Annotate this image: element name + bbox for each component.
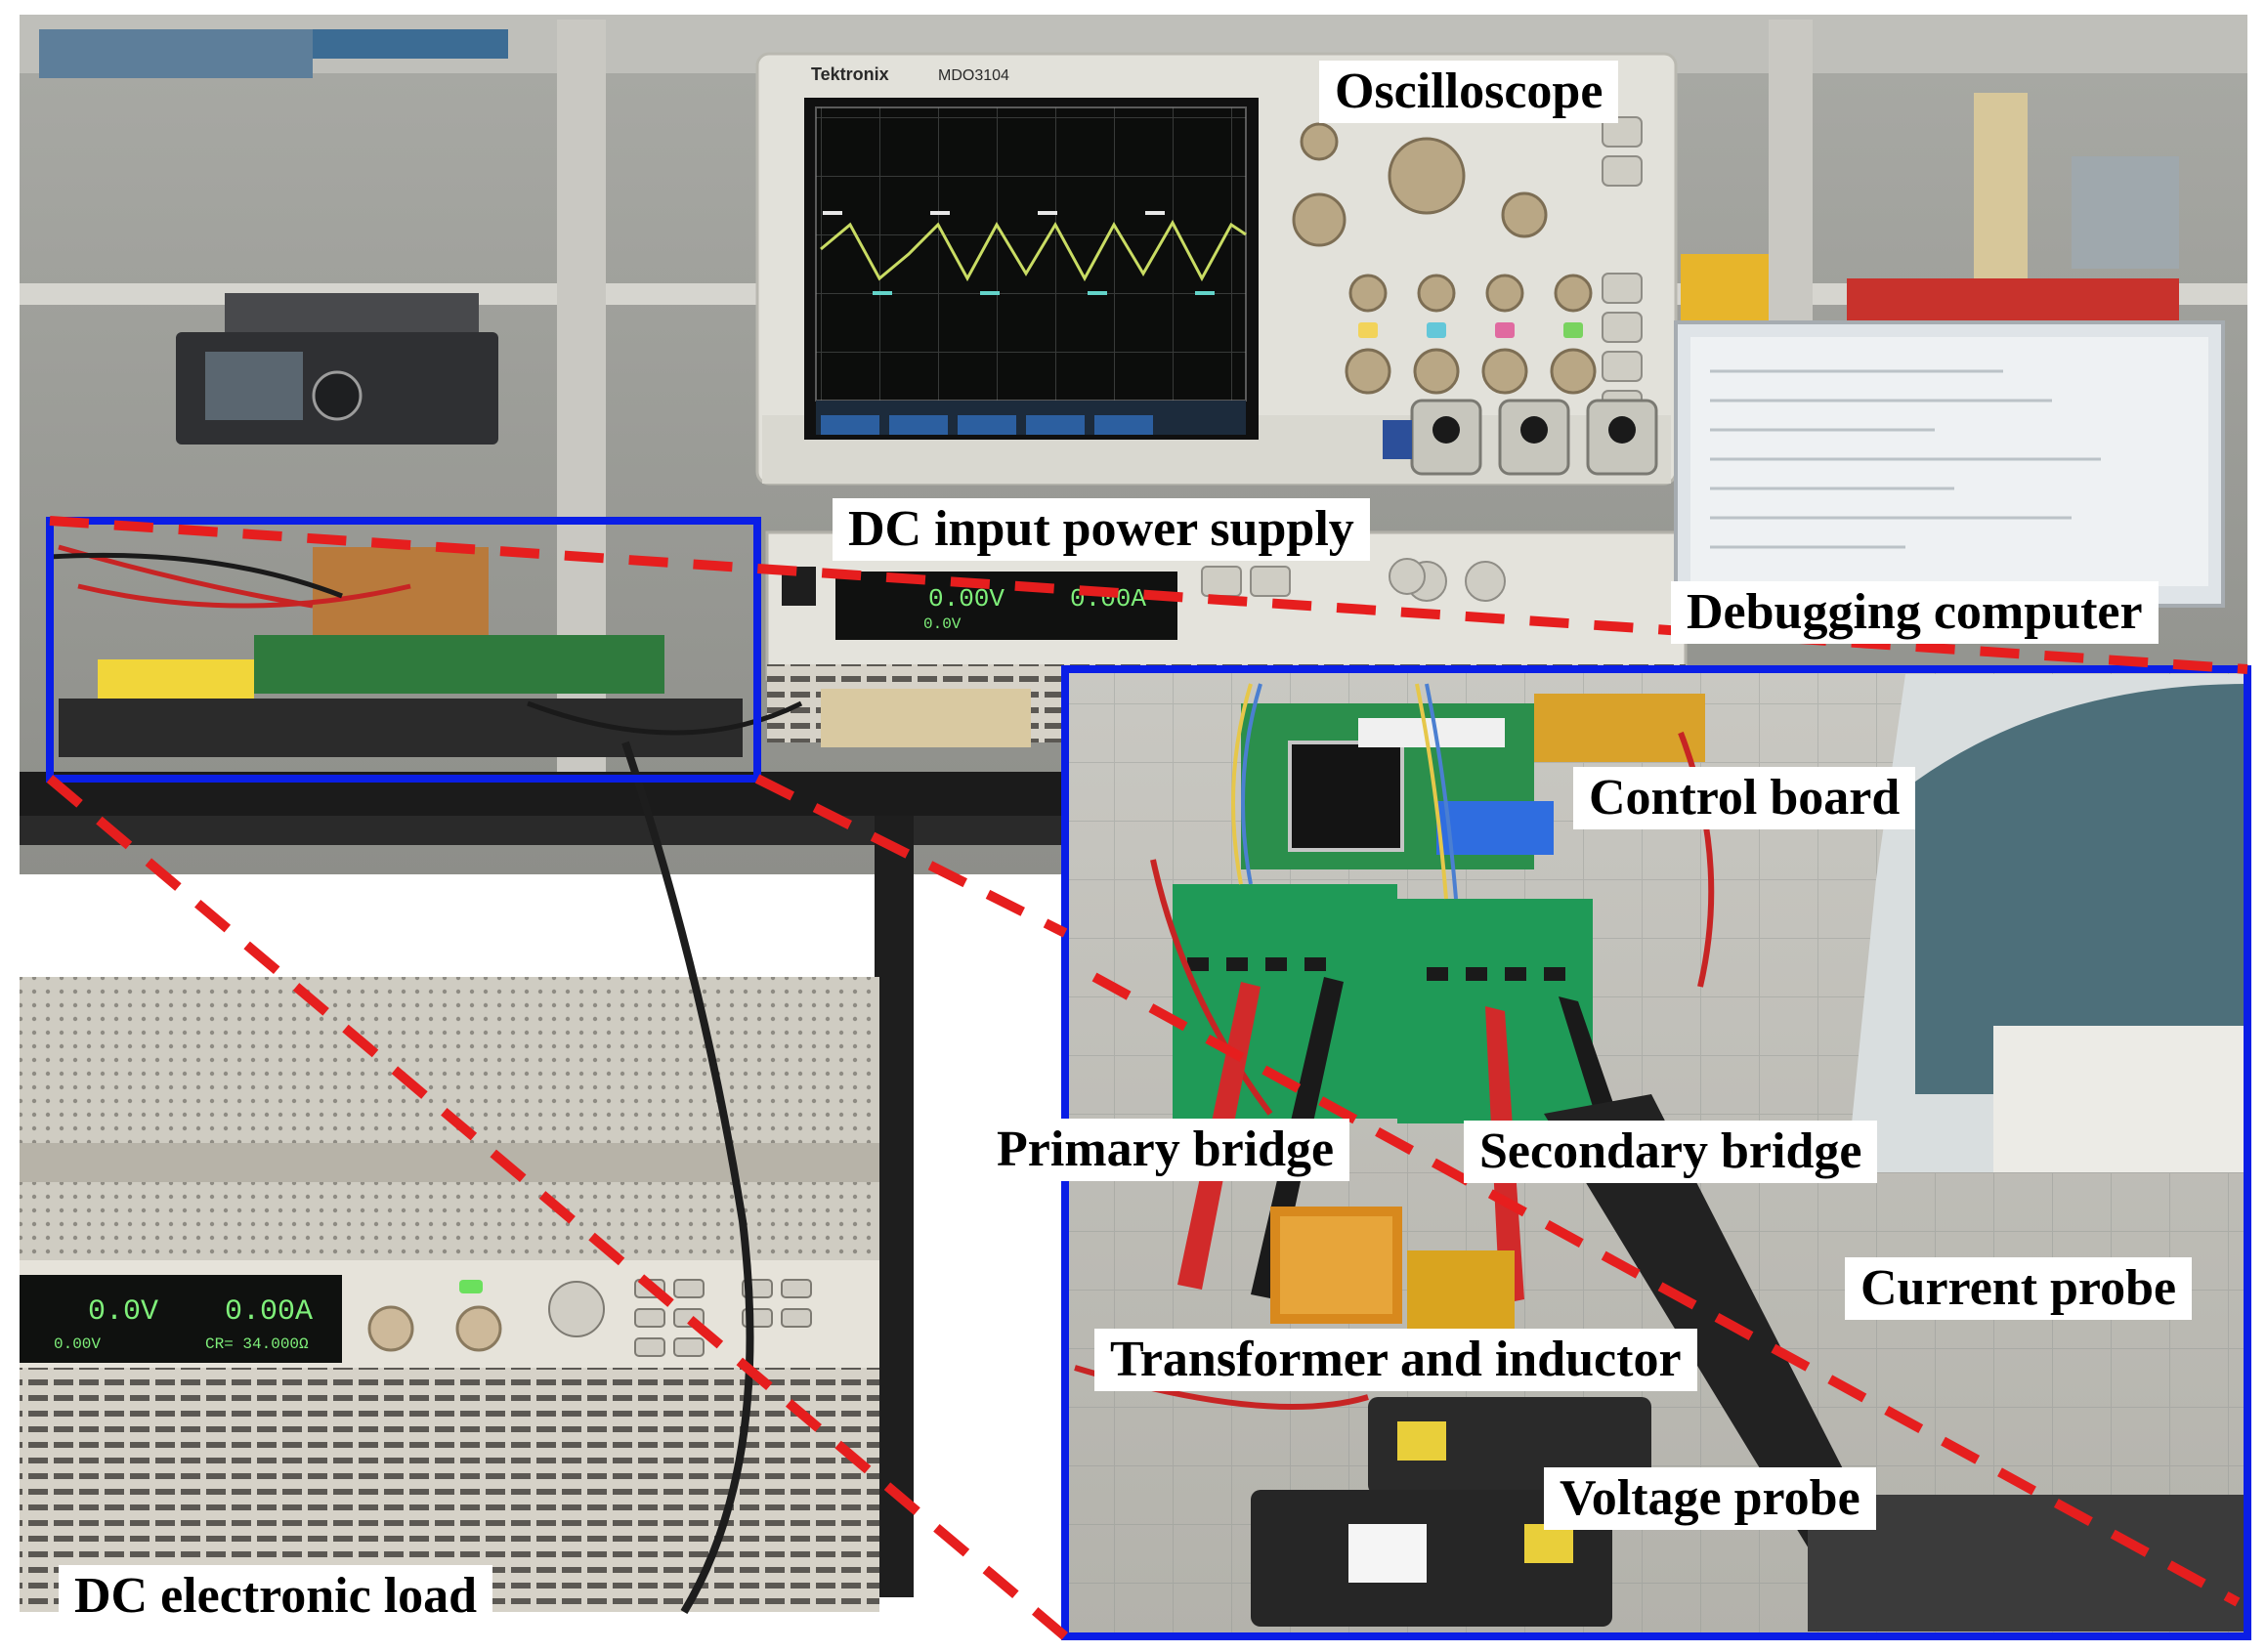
- load-set-readout: 0.00V: [54, 1335, 101, 1353]
- bench-meter: [176, 293, 498, 445]
- label-primary-bridge: Primary bridge: [981, 1119, 1350, 1181]
- label-oscilloscope: Oscilloscope: [1319, 61, 1619, 123]
- load-voltage-readout: 0.0V: [88, 1295, 158, 1329]
- load-current-readout: 0.00A: [225, 1295, 313, 1329]
- label-dc-input-power-supply: DC input power supply: [833, 498, 1370, 561]
- power-supply-voltage-readout: 0.00V: [928, 584, 1005, 614]
- label-debugging-computer: Debugging computer: [1671, 581, 2159, 644]
- dut-highlight-box: [46, 517, 761, 783]
- label-control-board: Control board: [1573, 767, 1916, 829]
- oscilloscope: Tektronix MDO3104: [755, 52, 1678, 486]
- converter-prototype: [48, 544, 1031, 757]
- label-voltage-probe: Voltage probe: [1544, 1467, 1876, 1530]
- waveform-trace: [820, 219, 1247, 282]
- zoom-connector-lines: [46, 516, 2248, 1640]
- power-supply-set-readout: 0.0V: [923, 615, 962, 633]
- label-transformer-and-inductor: Transformer and inductor: [1094, 1329, 1697, 1391]
- label-dc-electronic-load: DC electronic load: [59, 1565, 493, 1628]
- debugging-computer: [1674, 320, 2225, 608]
- label-secondary-bridge: Secondary bridge: [1464, 1121, 1878, 1183]
- oscilloscope-model: MDO3104: [938, 67, 1009, 84]
- oscilloscope-brand: Tektronix: [811, 64, 889, 84]
- label-current-probe: Current probe: [1845, 1257, 2193, 1320]
- load-cr-readout: CR= 34.000Ω: [205, 1335, 309, 1353]
